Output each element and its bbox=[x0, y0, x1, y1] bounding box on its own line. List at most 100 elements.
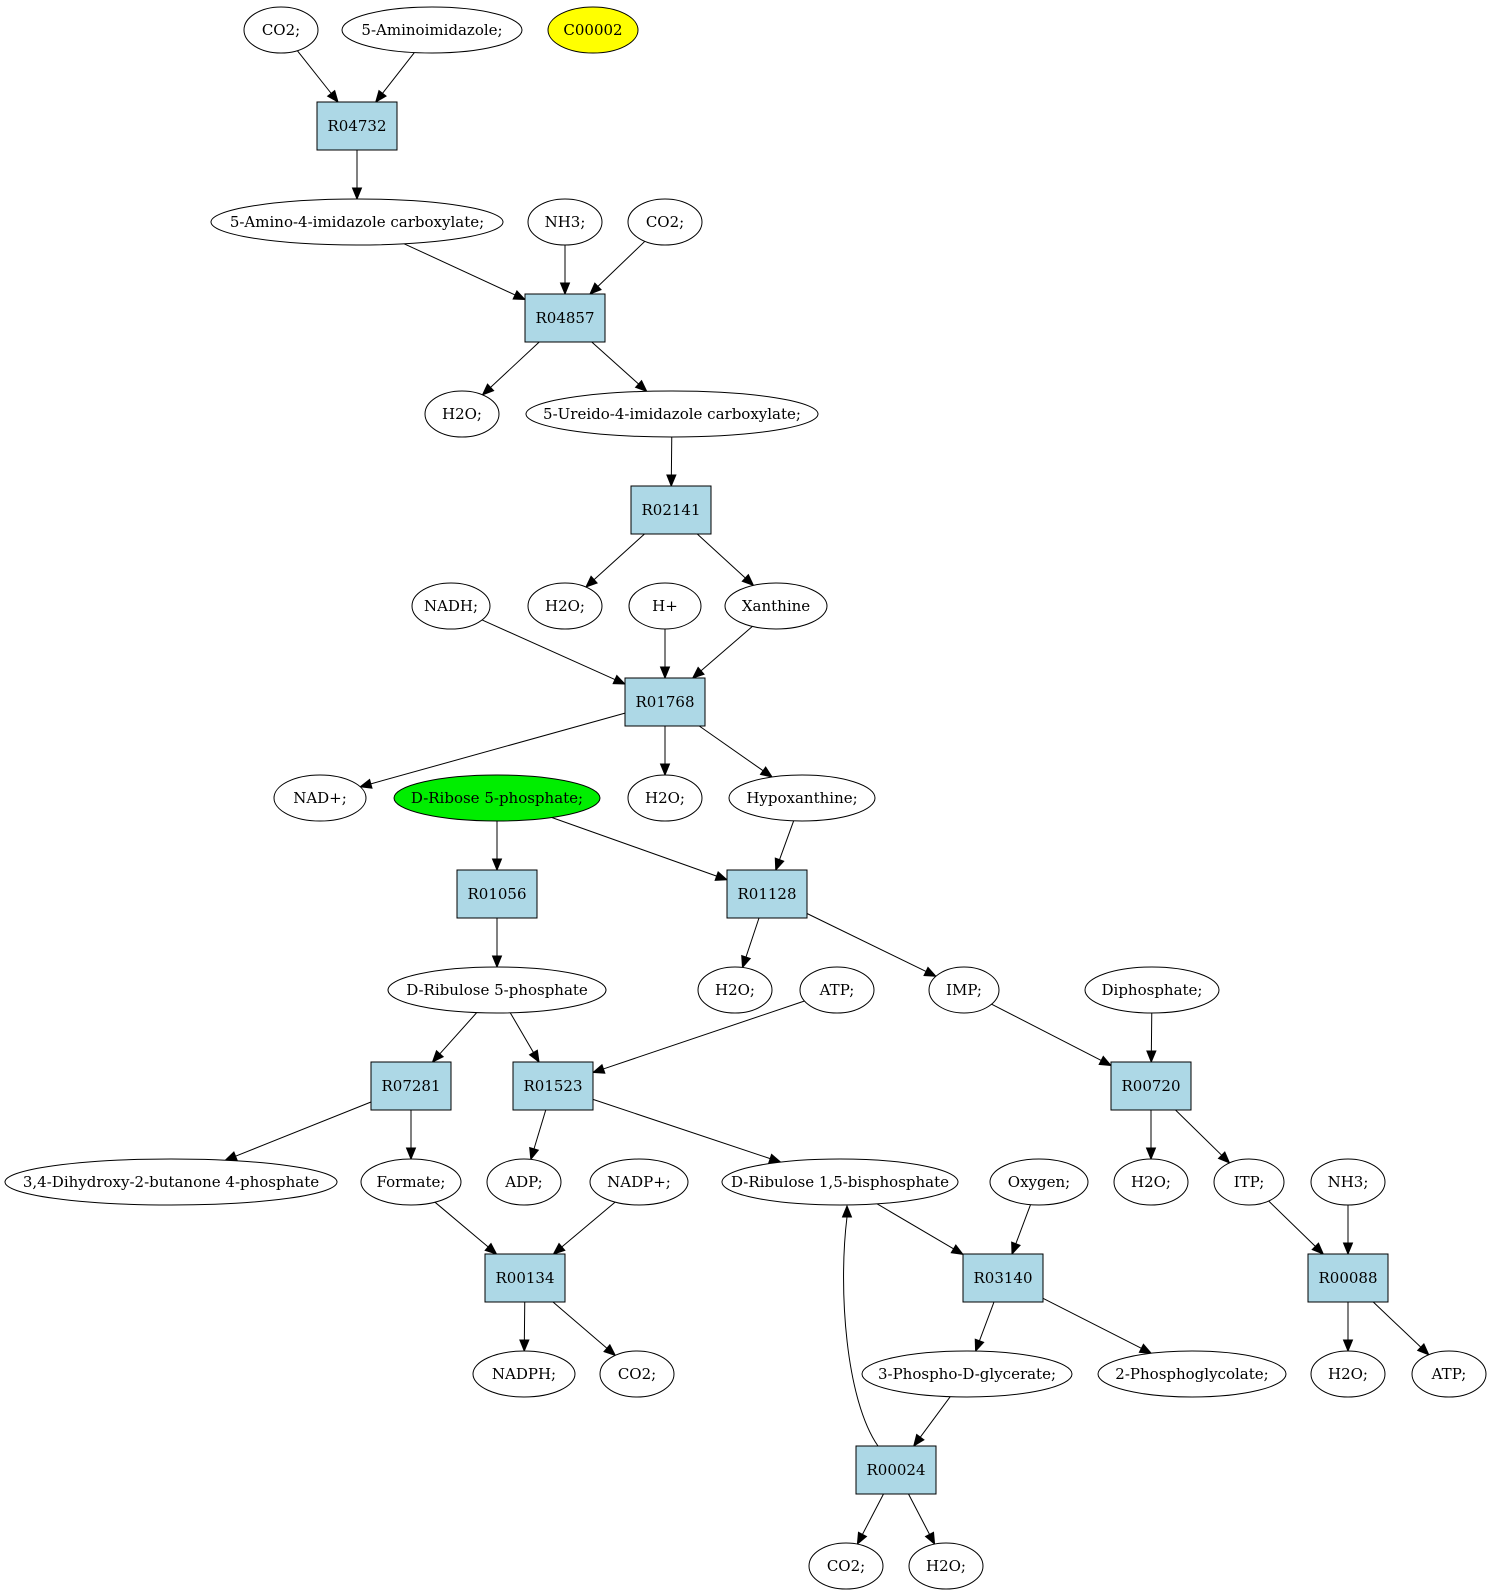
compound-node-hypoxanthine[interactable]: Hypoxanthine; bbox=[728, 774, 876, 822]
compound-node-ribulose5p[interactable]: D-Ribulose 5-phosphate bbox=[387, 966, 607, 1014]
compound-node-amino_carboxylate[interactable]: 5-Amino-4-imidazole carboxylate; bbox=[210, 198, 504, 246]
edge-R00720-to-itp bbox=[1175, 1109, 1231, 1164]
edge-phosphoglycerate-to-R00024 bbox=[912, 1396, 951, 1448]
edge-line bbox=[591, 341, 639, 385]
compound-node-nh3_a[interactable]: NH3; bbox=[527, 198, 603, 246]
reaction-node-R04732[interactable]: R04732 bbox=[316, 101, 398, 151]
edge-R01768-to-h2o_c bbox=[659, 726, 671, 777]
compound-node-h2o_c[interactable]: H2O; bbox=[627, 774, 703, 822]
compound-node-itp[interactable]: ITP; bbox=[1213, 1158, 1285, 1206]
edge-ribose5p-to-R01128 bbox=[551, 817, 729, 881]
compound-ellipse bbox=[724, 582, 828, 630]
compound-node-oxygen[interactable]: Oxygen; bbox=[989, 1158, 1089, 1206]
compound-node-phosphoglycolate[interactable]: 2-Phosphoglycolate; bbox=[1097, 1350, 1287, 1398]
compound-ellipse bbox=[424, 390, 500, 438]
compound-label: D-Ribose 5-phosphate; bbox=[411, 789, 583, 807]
reaction-node-R00024[interactable]: R00024 bbox=[855, 1445, 937, 1495]
reaction-box bbox=[512, 1061, 594, 1111]
compound-node-aminoimidazole[interactable]: 5-Aminoimidazole; bbox=[341, 6, 523, 54]
edge-arrowhead bbox=[591, 1063, 606, 1074]
compound-ellipse bbox=[411, 582, 491, 630]
reaction-node-R07281[interactable]: R07281 bbox=[370, 1061, 452, 1111]
edge-arrowhead bbox=[552, 1242, 566, 1255]
reaction-node-R00088[interactable]: R00088 bbox=[1307, 1253, 1389, 1303]
compound-node-atp_b[interactable]: ATP; bbox=[1411, 1350, 1487, 1398]
edge-oxygen-to-R03140 bbox=[1011, 1204, 1031, 1256]
edge-arrowhead bbox=[1416, 1343, 1430, 1356]
compound-ellipse bbox=[393, 774, 601, 822]
compound-node-nh3_b[interactable]: NH3; bbox=[1310, 1158, 1386, 1206]
compound-node-c00002[interactable]: C00002 bbox=[547, 6, 639, 54]
compound-node-co2_b[interactable]: CO2; bbox=[627, 198, 703, 246]
reaction-node-R01128[interactable]: R01128 bbox=[726, 869, 808, 919]
edge-arrowhead bbox=[559, 282, 571, 296]
compound-node-nadh[interactable]: NADH; bbox=[411, 582, 491, 630]
compound-node-h2o_d[interactable]: H2O; bbox=[697, 966, 773, 1014]
compound-node-h2o_e[interactable]: H2O; bbox=[1113, 1158, 1189, 1206]
compound-node-co2_a[interactable]: CO2; bbox=[243, 6, 319, 54]
compound-node-atp_a[interactable]: ATP; bbox=[799, 966, 875, 1014]
edge-hypoxanthine-to-R01128 bbox=[774, 820, 795, 872]
compound-node-diphosphate[interactable]: Diphosphate; bbox=[1084, 966, 1220, 1014]
edge-line bbox=[1372, 1301, 1422, 1348]
compound-node-nad_plus[interactable]: NAD+; bbox=[273, 774, 367, 822]
compound-node-co2_c[interactable]: CO2; bbox=[599, 1350, 675, 1398]
edge-R02141-to-xanthine bbox=[696, 533, 755, 587]
reaction-node-R01523[interactable]: R01523 bbox=[512, 1061, 594, 1111]
compound-node-h2o_g[interactable]: H2O; bbox=[908, 1542, 984, 1590]
reaction-node-R00720[interactable]: R00720 bbox=[1110, 1061, 1192, 1111]
edge-arrowhead bbox=[659, 763, 671, 777]
reaction-label: R07281 bbox=[381, 1077, 440, 1095]
compound-ellipse bbox=[808, 1542, 884, 1590]
compound-node-co2_d[interactable]: CO2; bbox=[808, 1542, 884, 1590]
edge-amino_carboxylate-to-R04857 bbox=[403, 243, 527, 301]
compound-node-ribulose_bisp[interactable]: D-Ribulose 1,5-bisphosphate bbox=[721, 1158, 959, 1206]
reaction-box bbox=[630, 485, 712, 535]
compound-ellipse bbox=[472, 1350, 576, 1398]
reaction-node-R04857[interactable]: R04857 bbox=[524, 293, 606, 343]
compound-node-ribose5p[interactable]: D-Ribose 5-phosphate; bbox=[393, 774, 601, 822]
edge-arrowhead bbox=[1138, 1343, 1153, 1354]
edges-layer bbox=[224, 50, 1430, 1546]
compound-ellipse bbox=[1310, 1350, 1386, 1398]
edge-line bbox=[370, 712, 626, 785]
reaction-box bbox=[456, 869, 538, 919]
edge-R01128-to-h2o_d bbox=[741, 917, 760, 969]
compound-node-xanthine[interactable]: Xanthine bbox=[724, 582, 828, 630]
edge-R04857-to-h2o_a bbox=[481, 341, 540, 396]
compound-ellipse bbox=[1213, 1158, 1285, 1206]
edge-line bbox=[509, 1012, 534, 1053]
compound-ellipse bbox=[1411, 1350, 1487, 1398]
reaction-node-R00134[interactable]: R00134 bbox=[484, 1253, 566, 1303]
edge-arrowhead bbox=[923, 966, 938, 977]
compound-node-imp[interactable]: IMP; bbox=[928, 966, 1000, 1014]
compound-node-formate[interactable]: Formate; bbox=[360, 1158, 462, 1206]
edge-line bbox=[843, 1216, 879, 1447]
edge-line bbox=[592, 1098, 771, 1160]
compound-ellipse bbox=[1084, 966, 1220, 1014]
edge-R01523-to-ribulose_bisp bbox=[592, 1098, 782, 1164]
compound-node-adp[interactable]: ADP; bbox=[486, 1158, 562, 1206]
compound-node-nadp_plus[interactable]: NADP+; bbox=[589, 1158, 689, 1206]
compound-node-nadph[interactable]: NADPH; bbox=[472, 1350, 576, 1398]
compound-node-dihydroxybutanone[interactable]: 3,4-Dihydroxy-2-butanone 4-phosphate bbox=[4, 1158, 338, 1206]
compound-node-ureido_carboxylate[interactable]: 5-Ureido-4-imidazole carboxylate; bbox=[525, 390, 819, 438]
compound-label: ADP; bbox=[504, 1173, 542, 1191]
compound-ellipse bbox=[527, 198, 603, 246]
edge-R00024-to-co2_d bbox=[856, 1493, 884, 1546]
compound-node-h2o_f[interactable]: H2O; bbox=[1310, 1350, 1386, 1398]
reaction-node-R02141[interactable]: R02141 bbox=[630, 485, 712, 535]
edge-line bbox=[551, 817, 717, 877]
compound-label: Diphosphate; bbox=[1102, 981, 1203, 999]
edge-ribulose_bisp-to-R03140 bbox=[876, 1203, 965, 1256]
compound-node-h2o_b[interactable]: H2O; bbox=[527, 582, 603, 630]
compound-ellipse bbox=[4, 1158, 338, 1206]
reaction-node-R01056[interactable]: R01056 bbox=[456, 869, 538, 919]
compound-node-h2o_a[interactable]: H2O; bbox=[424, 390, 500, 438]
compound-node-h_plus[interactable]: H+ bbox=[628, 582, 702, 630]
compound-node-phosphoglycerate[interactable]: 3-Phospho-D-glycerate; bbox=[861, 1350, 1073, 1398]
reaction-node-R03140[interactable]: R03140 bbox=[962, 1253, 1044, 1303]
edge-arrowhead bbox=[491, 955, 503, 969]
edge-R00024-to-h2o_g bbox=[908, 1493, 936, 1546]
reaction-node-R01768[interactable]: R01768 bbox=[624, 677, 706, 727]
